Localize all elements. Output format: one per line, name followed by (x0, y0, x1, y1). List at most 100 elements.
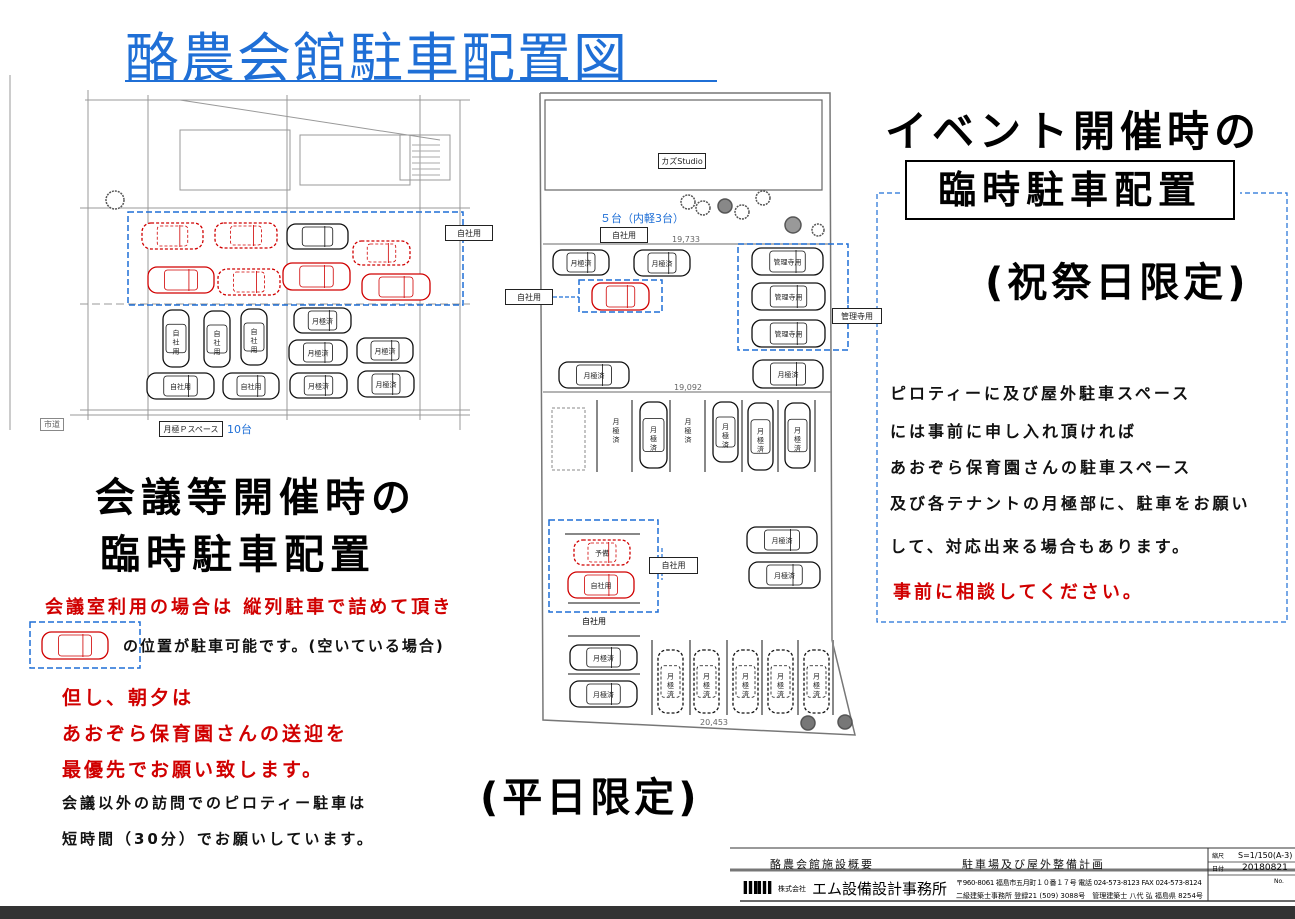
car-icon: 月極済 (293, 307, 352, 334)
tb-scale-label: 縮尺 (1212, 853, 1225, 860)
meeting-red-line-1: 但し、朝夕は (62, 687, 195, 709)
car-icon: 月極済 (356, 337, 414, 364)
car-part (647, 252, 677, 274)
event-limit: (祝祭日限定) (985, 260, 1250, 306)
tb-date: 20180821 (1242, 863, 1288, 873)
tb-registration: 二級建築士事務所 登録21 (509) 3088号 管理建築士 八代 弘 福島県… (956, 892, 1203, 900)
vertical-label: 月極済 (613, 418, 620, 444)
site-boundary (539, 92, 856, 736)
meeting-red-line-3: 最優先でお願い致します。 (62, 759, 325, 781)
car-part: 自社用 (214, 329, 221, 356)
tree-icon (784, 216, 802, 234)
car-part: 月極済 (772, 536, 793, 545)
title-underline (125, 80, 717, 82)
blue-dashed-own (578, 279, 663, 313)
car-part (660, 665, 681, 698)
car-part: 月極済 (308, 382, 329, 391)
car-icon: 自社用 (567, 571, 635, 599)
car-part (766, 564, 803, 586)
car-part (642, 418, 665, 452)
car-icon: 月極済 (289, 372, 348, 399)
car-part (217, 268, 281, 296)
car-icon: 月極済 (552, 249, 610, 276)
tree-icon (734, 204, 750, 220)
car-part (301, 226, 334, 247)
car-part (233, 271, 265, 293)
car-icon: 月極済 (558, 361, 630, 389)
company-logo-icon: ⅢⅢ (742, 878, 773, 899)
car-part: 管理寺用 (775, 293, 803, 302)
car-part (735, 665, 756, 698)
tb-no-label: No. (1274, 878, 1284, 885)
tree-icon (105, 190, 125, 210)
car-icon (282, 262, 351, 291)
car-part: 予備 (595, 549, 609, 558)
car-part (41, 631, 109, 660)
blue-dashed-car-note (29, 621, 141, 669)
car-part: 月極済 (308, 349, 329, 358)
car-icon: 月極済 (639, 401, 668, 469)
car-part (243, 322, 265, 352)
label-own-use-lower: 自社用 (649, 557, 698, 574)
label-own-use-lane: 自社用 (582, 617, 606, 626)
bottom-strip (0, 906, 1295, 919)
car-part (352, 240, 411, 266)
car-icon (591, 282, 650, 311)
car-icon: 予備 (573, 539, 631, 566)
meeting-heading-2: 臨時駐車配置 (100, 532, 376, 578)
car-part (750, 419, 771, 454)
car-part (156, 225, 189, 247)
car-part: 月極済 (650, 426, 657, 452)
page-title: 酪農会館駐車配置図 (125, 27, 629, 90)
meeting-black-line-2: 短時間（30分）でお願いしています。 (62, 830, 375, 848)
car-part (764, 529, 800, 551)
car-part (206, 324, 228, 354)
event-line-3: あおぞら保育園さんの駐車スペース (890, 458, 1193, 477)
car-part (165, 323, 187, 354)
ten-cars-count: 10台 (227, 423, 252, 436)
tree-icon (680, 194, 696, 210)
car-part (147, 266, 215, 294)
label-monthly-p-space: 月極Ｐスペース (159, 421, 223, 437)
car-part: 自社用 (170, 382, 191, 391)
meeting-car-note: の位置が駐車可能です。(空いている場合) (123, 637, 445, 655)
car-part (214, 222, 278, 249)
car-part: 月極済 (742, 673, 749, 699)
car-icon (361, 273, 431, 301)
car-part: 月極済 (703, 673, 710, 699)
blue-dashed-area (127, 211, 464, 306)
car-part (769, 250, 806, 273)
meeting-red-line-2: あおぞら保育園さんの送迎を (62, 723, 349, 745)
car-part (566, 252, 596, 273)
car-part (236, 375, 266, 397)
car-part (586, 683, 621, 705)
car-part (806, 665, 827, 698)
car-part (787, 418, 808, 453)
car-icon: 月極済 (767, 649, 794, 714)
tree-icon (755, 190, 771, 206)
label-manager: 管理寺用 (832, 308, 882, 324)
car-icon (214, 222, 278, 249)
label-studio: カズStudio (658, 153, 706, 169)
car-icon: 自社用 (240, 308, 268, 366)
car-icon (141, 222, 204, 250)
car-part (378, 276, 414, 298)
car-part (366, 243, 397, 263)
car-icon (147, 266, 215, 294)
tree-icon (800, 715, 816, 731)
car-part: 月極済 (774, 571, 795, 580)
car-icon: 月極済 (569, 680, 638, 708)
car-part: 月極済 (312, 317, 333, 326)
car-icon: 月極済 (569, 644, 638, 671)
car-icon (286, 223, 349, 250)
dimension-bottom: 20,453 (700, 718, 728, 727)
car-icon: 管理寺用 (751, 247, 824, 276)
tree-icon (695, 200, 711, 216)
meeting-red-line: 会議室利用の場合は 縦列駐車で詰めて頂き (45, 597, 454, 618)
car-icon: 管理寺用 (751, 319, 826, 348)
car-part: 管理寺用 (775, 330, 803, 339)
car-part (584, 574, 618, 596)
car-icon: 自社用 (146, 372, 215, 400)
car-part: 月極済 (376, 380, 397, 389)
